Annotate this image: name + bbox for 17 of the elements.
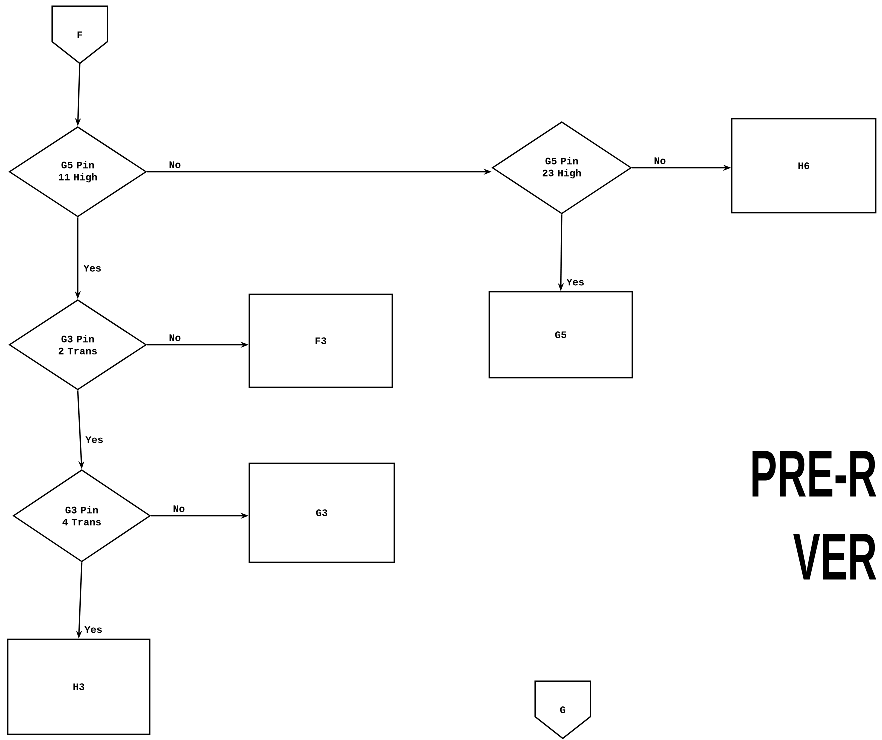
stamp-text: PRE-R xyxy=(752,451,877,497)
edge-label: No xyxy=(168,334,182,342)
edge-label: No xyxy=(168,160,182,170)
off-page-connector: F xyxy=(52,6,108,64)
edge-label: Yes xyxy=(84,436,105,444)
stamp-text: VER xyxy=(794,534,877,580)
edge-label: Yes xyxy=(84,626,104,634)
process-box: F3 xyxy=(248,294,394,388)
edge-label: No xyxy=(653,156,668,166)
process-box: H3 xyxy=(7,638,151,736)
edge-label: Yes xyxy=(566,278,586,287)
edge-label: Yes xyxy=(82,264,103,273)
process-box: G3 xyxy=(248,462,396,564)
edge-label: No xyxy=(172,504,186,514)
process-box: H6 xyxy=(731,118,877,214)
process-box: G5 xyxy=(488,291,634,379)
off-page-connector: G xyxy=(534,680,592,740)
